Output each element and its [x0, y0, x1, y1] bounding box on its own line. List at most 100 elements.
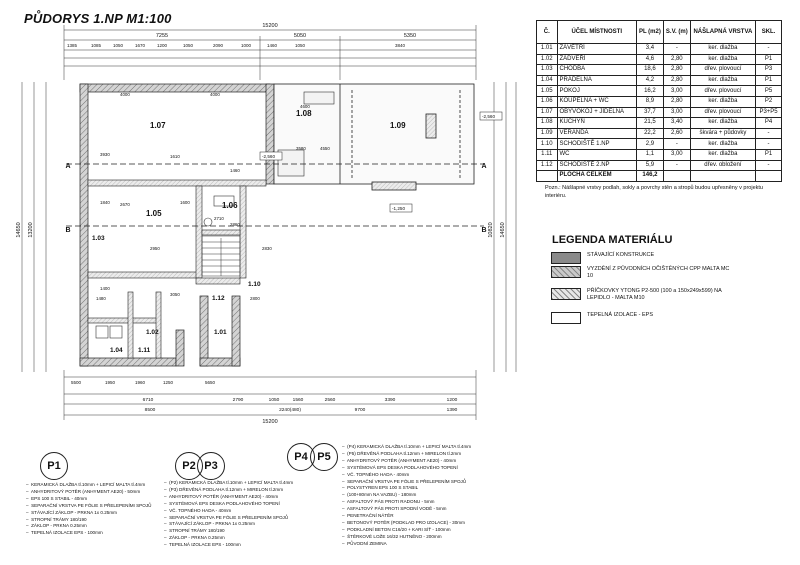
table-cell: 1.10 [536, 138, 558, 150]
dimension-text: 1460 [267, 43, 278, 48]
table-cell: dřev. plovoucí [689, 85, 757, 97]
table-cell: dřev. plovoucí [689, 106, 757, 119]
table-cell: 1.08 [536, 117, 558, 129]
dimension-text: 4600 [300, 104, 310, 109]
table-cell: ker. dlažba [689, 148, 757, 161]
table-cell: P4 [755, 117, 782, 129]
table-cell: KUCHYŇ [556, 117, 637, 129]
table-cell: 2,80 [662, 74, 691, 87]
table-header-cell: S.V. (m) [662, 20, 691, 44]
section-marker: A [481, 163, 486, 170]
legend-item: TEPELNÁ IZOLACE - EPS [551, 312, 737, 324]
dimension-text: 15200 [262, 23, 277, 29]
table-cell: - [755, 138, 782, 150]
table-header-cell: Č. [536, 20, 558, 44]
composition-badge: P1 [40, 452, 68, 480]
dimension-text: 1050 [113, 43, 124, 48]
dimension-text: 1390 [447, 407, 458, 413]
table-cell: ker. dlažba [689, 117, 757, 129]
table-cell: 3,00 [662, 148, 691, 161]
dimension-text: 1950 [105, 380, 116, 385]
dimension-text: 1000 [241, 43, 252, 48]
dimension-text: 14650 [16, 222, 22, 237]
room-label: 1.11 [138, 347, 151, 354]
table-cell: P1 [755, 53, 782, 66]
dimension-text: 3840 [395, 43, 406, 48]
dimension-text: 1560 [293, 397, 304, 403]
dimension-text: 1600 [180, 200, 190, 205]
table-cell: 1.11 [536, 148, 558, 161]
table-cell: 8,9 [635, 95, 664, 108]
dimension-text: 7255 [156, 33, 168, 39]
dimension-text: 10820 [488, 222, 494, 237]
room-label: 1.08 [296, 109, 312, 118]
table-cell: - [662, 43, 691, 55]
table-cell: ker. dlažba [689, 53, 757, 66]
table-cell: - [755, 43, 782, 55]
section-marker: B [481, 227, 486, 234]
level-text: -2,560 [482, 114, 495, 119]
dimension-text: 2950 [150, 246, 160, 251]
table-cell: P3+P5 [755, 106, 782, 119]
table-cell: ker. dlažba [689, 138, 757, 150]
table-cell: 4,6 [635, 53, 664, 66]
dimension-text: 4000 [120, 92, 130, 97]
table-cell: PRÁDELNA [556, 74, 637, 87]
table-cell: dřev. plovoucí [689, 64, 757, 76]
table-header-cell: ÚČEL MÍSTNOSTI [556, 20, 637, 44]
dimension-text: 2710 [214, 216, 224, 221]
interior-walls [87, 179, 267, 359]
dimension-text: 4550 [320, 146, 330, 151]
table-cell: P1 [755, 148, 782, 161]
table-cell: POKOJ [556, 85, 637, 97]
legend-swatch [551, 266, 581, 278]
room-label: 1.04 [110, 347, 123, 354]
legend-swatch [551, 252, 581, 264]
dimension-text: 5500 [71, 380, 82, 385]
table-cell: 1.07 [536, 106, 558, 119]
fixtures [95, 91, 335, 339]
dimension-text: 1050 [269, 397, 280, 403]
dimension-text: 2560 [325, 397, 336, 403]
table-header-cell: PL (m2) [635, 20, 664, 44]
dimension-text: 2860 [230, 222, 240, 227]
table-cell [689, 170, 757, 182]
legend-item: VYZDĚNÍ Z PŮVODNÍCH OČIŠTĚNÝCH CPP MALTA… [551, 266, 737, 280]
dimension-text: 1085 [91, 43, 102, 48]
dimension-text: 14650 [500, 222, 506, 237]
table-cell [536, 170, 558, 182]
dimension-text: 1050 [183, 43, 194, 48]
table-cell: - [662, 159, 691, 172]
dimension-text: 1460 [230, 168, 240, 173]
level-mark [479, 111, 503, 121]
table-cell: 2,60 [662, 127, 691, 140]
dimension-text: 2830 [262, 246, 272, 251]
table-cell: 2,80 [662, 95, 691, 108]
dimension-text: 3580 [296, 146, 306, 151]
dimension-text: 5650 [205, 380, 216, 385]
table-cell: ker. dlažba [689, 74, 757, 87]
dimension-text: 5050 [294, 33, 306, 39]
dimension-text: 2790 [233, 397, 244, 403]
room-label: 1.02 [146, 329, 159, 336]
room-label: 1.12 [212, 295, 225, 302]
composition-layers: – (P2) KERAMICKÁ DLAŽBA tl.10mm + LEPICÍ… [164, 480, 294, 548]
dimension-text: 2240(480) [279, 407, 301, 413]
table-cell: 1.06 [536, 95, 558, 108]
dimension-text: 1480 [96, 296, 106, 301]
room-label: 1.09 [390, 121, 406, 130]
table-cell: 1.03 [536, 64, 558, 76]
table-cell: P5 [755, 85, 782, 97]
room-label: 1.03 [92, 235, 105, 242]
composition-badge: P5 [310, 443, 338, 471]
room-label: 1.07 [150, 121, 166, 130]
table-cell: ker. dlažba [689, 43, 757, 55]
